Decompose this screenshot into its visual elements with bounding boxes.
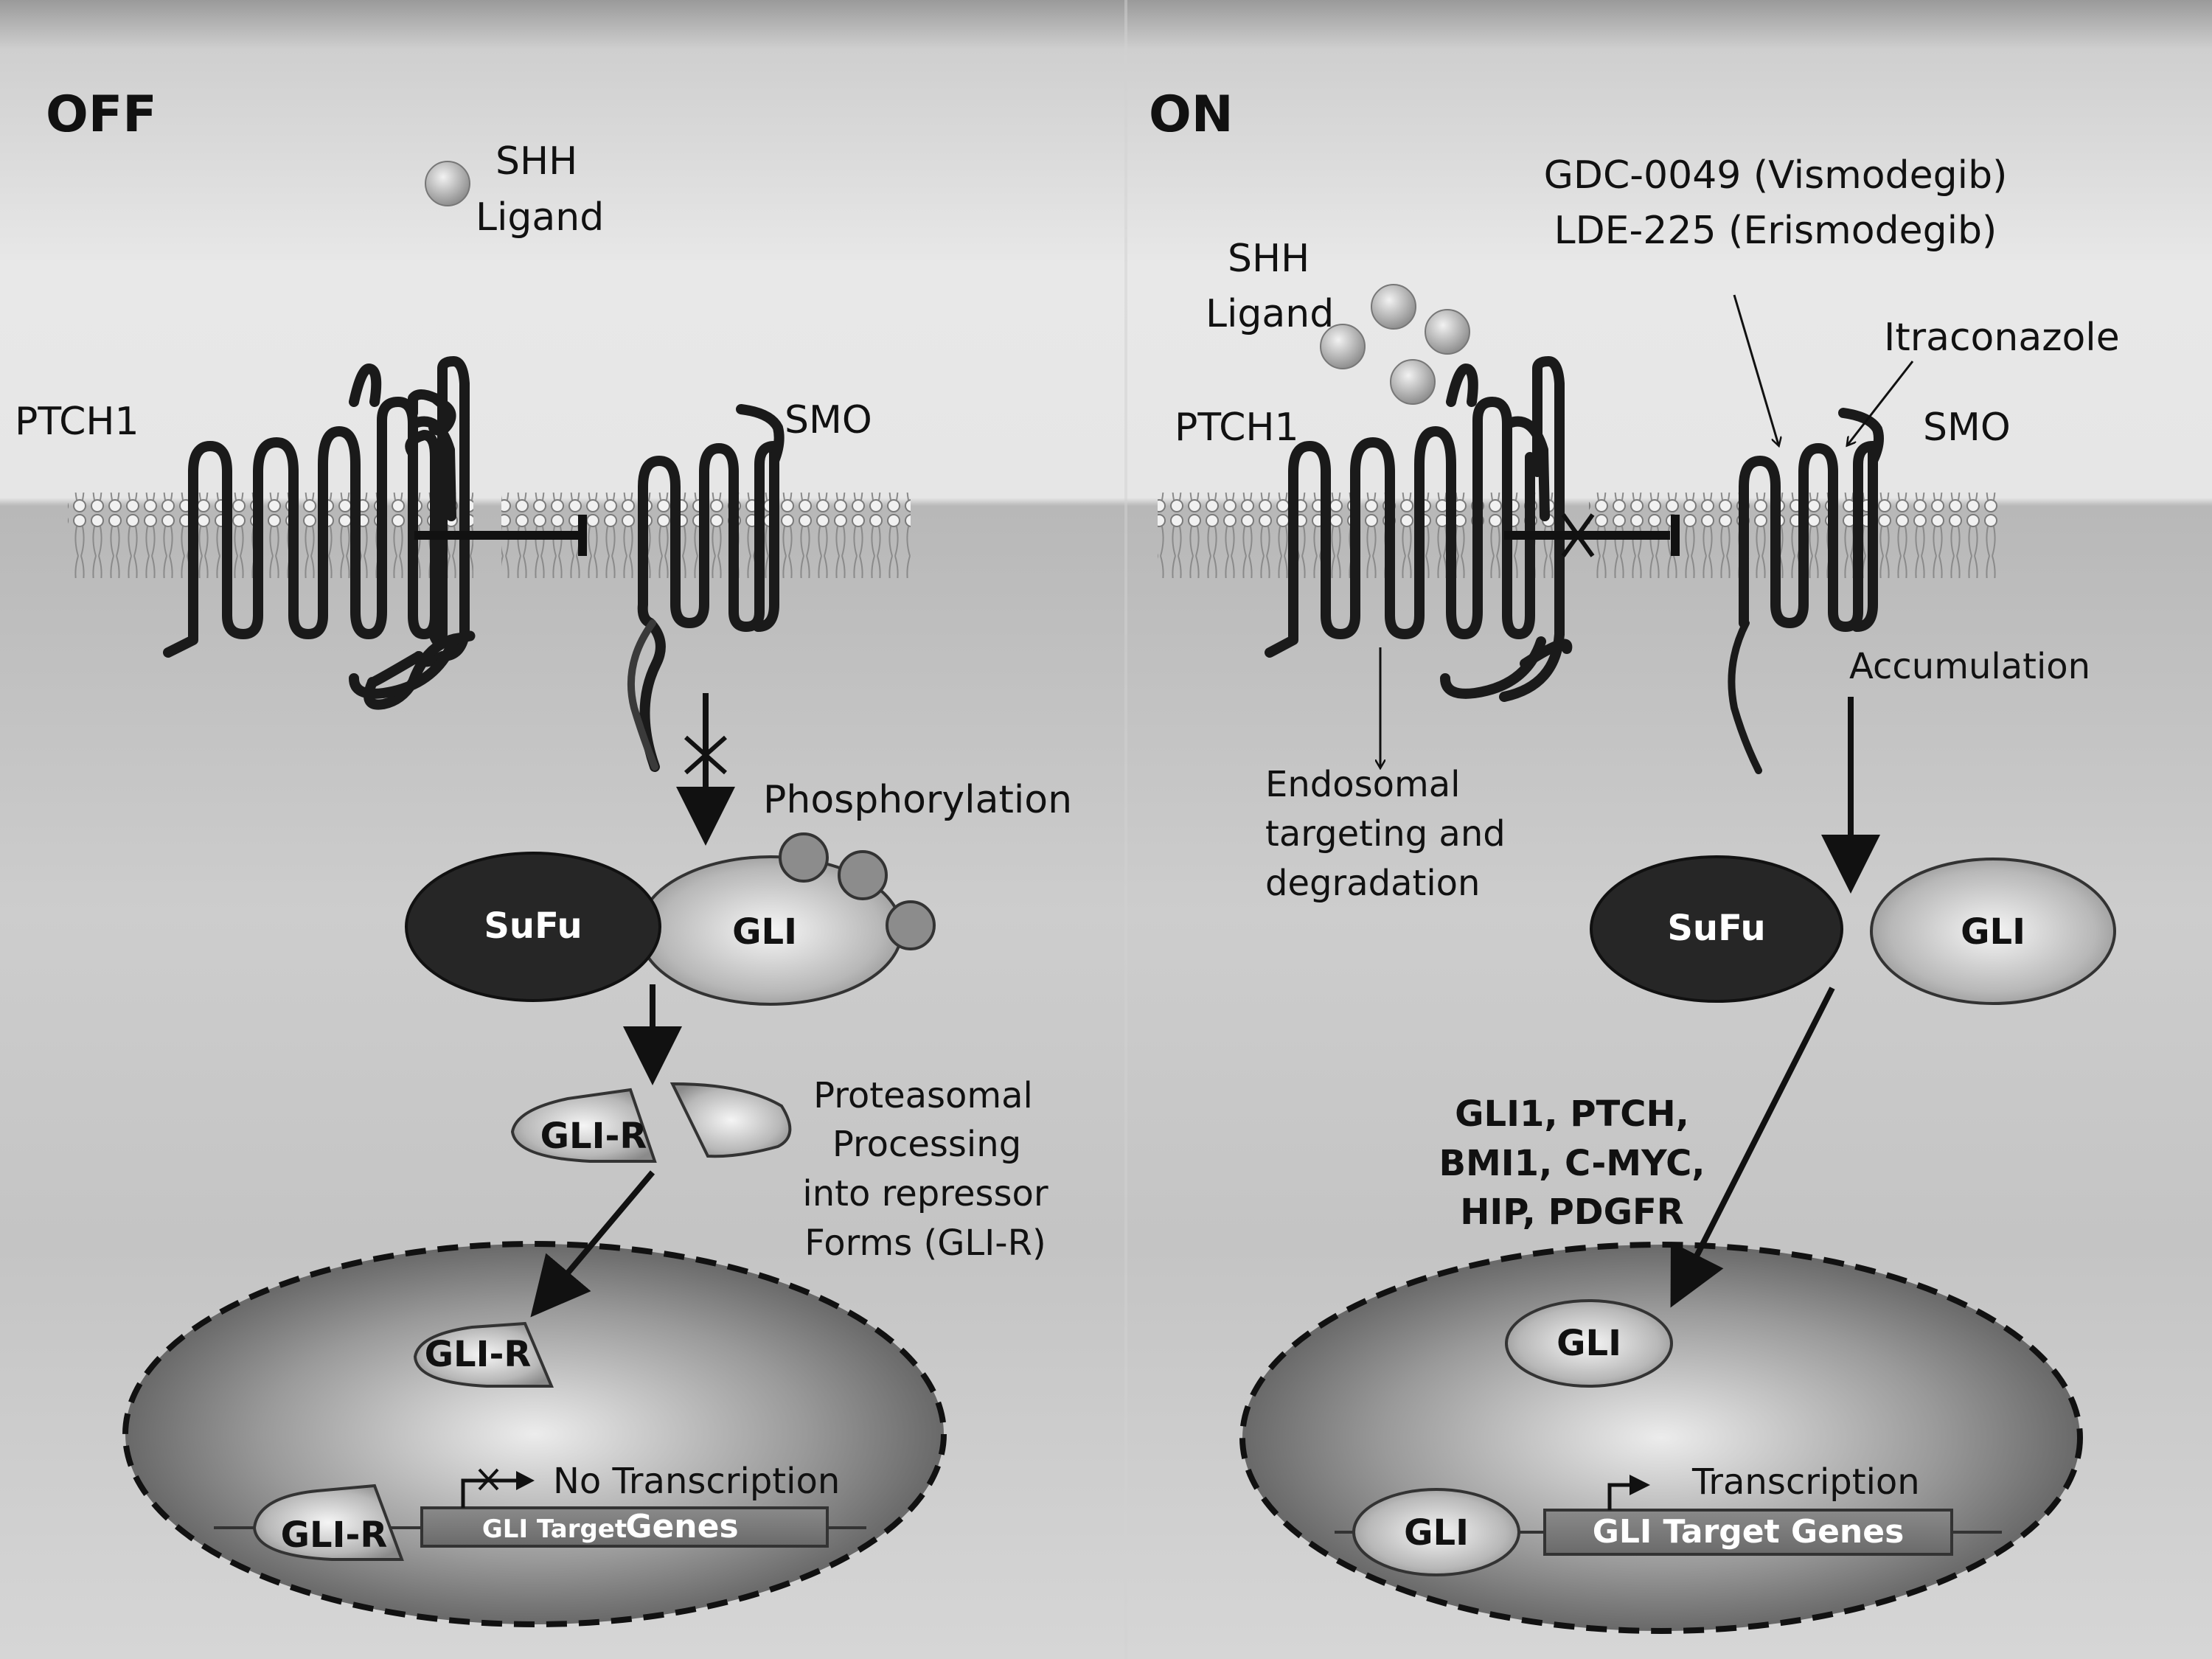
on-nuclear-gli (1505, 1299, 1673, 1388)
on-gli-label: GLI (1961, 911, 2025, 953)
panel-divider (1124, 0, 1127, 1659)
on-endosomal-line3: degradation (1265, 863, 1480, 904)
off-title: OFF (46, 86, 157, 144)
off-promoter-glir (252, 1484, 404, 1561)
off-cleaved-fragment (669, 1082, 792, 1158)
on-smo-receptor (1739, 408, 1884, 632)
on-genes-line3: HIP, PDGFR (1460, 1192, 1684, 1233)
off-glir-label: GLI-R (540, 1116, 647, 1157)
off-ptch1-receptor (163, 356, 476, 710)
off-membrane-left (68, 493, 473, 578)
on-endosomal-line2: targeting and (1265, 813, 1506, 855)
on-genes-line1: GLI1, PTCH, (1455, 1093, 1689, 1135)
on-tss-arrow (1607, 1483, 1630, 1510)
on-drug-line2: LDE-225 (Erismodegib) (1554, 209, 1997, 253)
on-shh-label-line1: SHH (1228, 237, 1310, 281)
on-accumulation-label: Accumulation (1849, 646, 2090, 687)
off-proteasomal-line4: Forms (GLI-R) (804, 1222, 1046, 1264)
on-promoter-gli (1352, 1488, 1520, 1576)
on-nuclear-entry-arrow (1670, 987, 1835, 1308)
off-proteasomal-line2: Processing (832, 1124, 1021, 1165)
off-glir-fragment (510, 1088, 657, 1163)
off-ptch1-label: PTCH1 (15, 400, 139, 444)
off-promoter-glir-label: GLI-R (281, 1514, 388, 1556)
on-smo-label: SMO (1923, 406, 2011, 450)
off-nuclear-entry-arrow (530, 1170, 655, 1318)
off-smo-tail (627, 619, 658, 771)
on-shh-ball-4 (1390, 359, 1436, 405)
on-shh-ball-2 (1425, 309, 1470, 355)
on-inhibition-block-x-2 (1561, 513, 1595, 557)
off-proteasomal-line3: into repressor (802, 1173, 1048, 1214)
on-smo-tail (1728, 619, 1762, 774)
off-tss-arrow (461, 1478, 520, 1508)
on-nucleus (1239, 1242, 2083, 1634)
on-panel: ON GDC-0049 (Vismodegib) LDE-225 (Erismo… (1149, 86, 2120, 1634)
shh-ligand-ball (425, 161, 470, 206)
on-transcription-label: Transcription (1691, 1461, 1920, 1503)
on-drug-line1: GDC-0049 (Vismodegib) (1544, 153, 2008, 198)
on-nuclear-gli-label: GLI (1557, 1323, 1621, 1364)
on-itraconazole-arrow (1848, 361, 1914, 445)
off-nuclear-glir (413, 1321, 554, 1388)
off-gli-label: GLI (732, 911, 797, 953)
off-shh-label-line1: SHH (495, 139, 577, 184)
off-proteasomal-line1: Proteasomal (813, 1075, 1033, 1116)
on-shh-ball-1 (1371, 284, 1416, 330)
on-ptch1-receptor (1265, 356, 1565, 699)
off-smo-label: SMO (785, 398, 872, 442)
off-ptch1-tail (349, 636, 459, 699)
on-drug-arrow (1733, 294, 1778, 445)
on-ptch1-ctail (1499, 629, 1573, 702)
off-sufu (405, 852, 661, 1002)
off-block-x-2 (684, 735, 727, 775)
on-title: ON (1149, 86, 1234, 144)
on-endosomal-line1: Endosomal (1265, 764, 1460, 805)
off-panel: OFF SHH Ligand PTCH1 SMO (15, 86, 1072, 1627)
phospho-group-2 (838, 850, 888, 900)
off-no-transcription-label: No Transcription (553, 1461, 840, 1502)
on-gli (1870, 858, 2116, 1005)
on-sufu-label: SuFu (1667, 908, 1765, 949)
off-target-genes-box (420, 1506, 829, 1548)
phospho-group-1 (779, 832, 829, 883)
on-tss-arrowhead (1630, 1475, 1650, 1495)
off-target-genes-text-1: GLI Target (482, 1514, 627, 1544)
on-ptch1-label: PTCH1 (1175, 406, 1299, 450)
off-shh-label-line2: Ligand (476, 195, 604, 240)
off-target-genes-text-2: Genes (625, 1508, 738, 1545)
phospho-group-3 (886, 900, 936, 950)
on-target-genes-box (1543, 1509, 1953, 1556)
on-target-genes-text: GLI Target Genes (1593, 1513, 1905, 1551)
on-itraconazole-label: Itraconazole (1884, 316, 2120, 360)
on-sufu (1590, 855, 1843, 1003)
off-tss-arrowhead (516, 1471, 535, 1490)
off-nucleus (122, 1241, 947, 1627)
off-tss-block-x-2 (478, 1468, 499, 1491)
off-sufu-label: SuFu (484, 905, 582, 947)
on-genes-line2: BMI1, C-MYC, (1439, 1143, 1705, 1184)
on-shh-label-line2: Ligand (1206, 292, 1334, 336)
off-phosphorylation-label: Phosphorylation (763, 778, 1072, 822)
on-shh-ball-3 (1320, 324, 1366, 369)
off-nuclear-glir-label: GLI-R (425, 1334, 532, 1375)
on-promoter-gli-label: GLI (1404, 1512, 1469, 1554)
